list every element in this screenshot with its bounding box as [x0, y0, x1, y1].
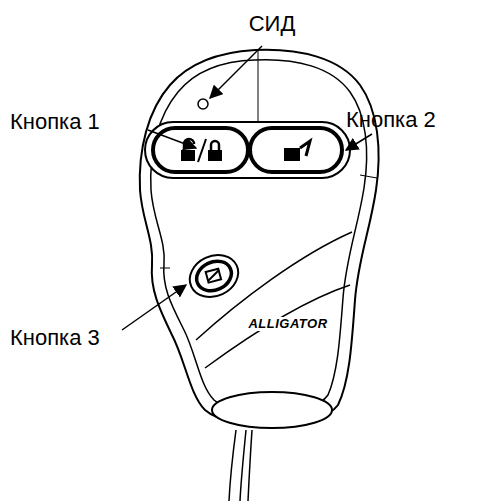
fob-housing [140, 50, 379, 425]
button-2 [250, 128, 342, 172]
led-callout: СИД [249, 12, 296, 36]
leader-arrows [122, 46, 372, 330]
button-callout: Кнопка 1 [10, 110, 100, 134]
fob-rim [151, 60, 367, 414]
button-1 [153, 128, 248, 172]
button-callout: Кнопка 2 [346, 108, 436, 132]
logo-swoosh [196, 232, 352, 368]
led [198, 99, 208, 109]
button-3-bezel [183, 247, 245, 304]
button-3-icon [206, 269, 221, 283]
cord [229, 430, 252, 501]
lock-unlock-icon [181, 139, 222, 162]
button-bezel [145, 122, 350, 178]
trunk-icon [284, 141, 310, 161]
key-ring-tab [212, 392, 332, 428]
button-callout: Кнопка 3 [10, 326, 100, 350]
button-3 [192, 256, 236, 297]
brand-logo: ALLIGATOR [246, 317, 329, 331]
